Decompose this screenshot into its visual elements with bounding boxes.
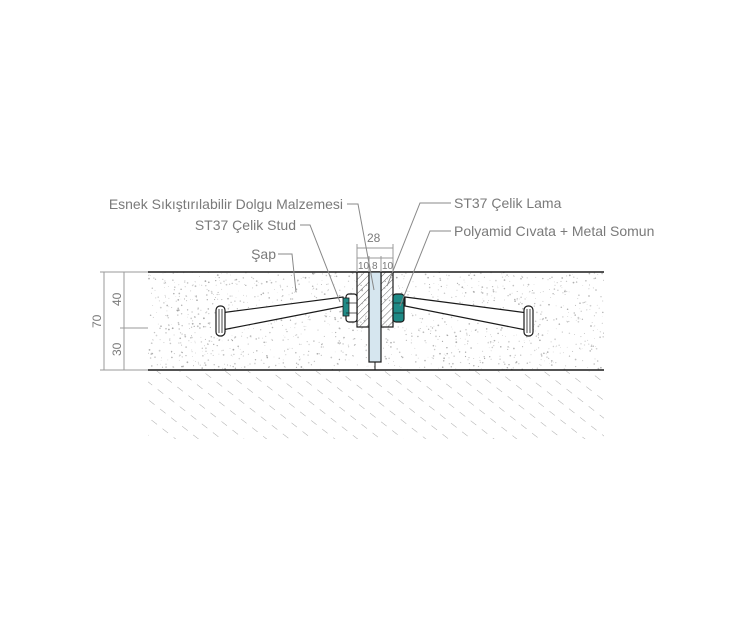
stud-leader (300, 224, 341, 303)
label-steel-plate: ST37 Çelik Lama (454, 195, 562, 211)
right-bolt-nut (392, 293, 405, 323)
dimension-seg-left: 10 (358, 261, 370, 272)
plate-leader (386, 202, 451, 287)
bolt-leader (399, 230, 451, 307)
dimension-seg-mid: 8 (372, 261, 378, 272)
dimension-seg-right: 10 (382, 261, 394, 272)
dimension-total-width: 28 (367, 231, 381, 245)
base-concrete-hatch (148, 371, 604, 439)
label-screed: Şap (251, 246, 276, 262)
height-dimension-lines (100, 271, 148, 371)
dimension-height-top: 40 (110, 292, 124, 306)
filler-leader (347, 203, 375, 291)
screed-leader (278, 253, 297, 293)
label-polyamide-bolt: Polyamid Cıvata + Metal Somun (454, 223, 654, 239)
left-steel-stud (215, 296, 346, 337)
flexible-filler (368, 271, 382, 363)
left-bolt-nut (342, 293, 358, 323)
label-flexible-filler: Esnek Sıkıştırılabilir Dolgu Malzemesi (109, 196, 343, 212)
dimension-height-total: 70 (90, 314, 104, 328)
label-steel-stud: ST37 Çelik Stud (195, 217, 296, 233)
right-steel-stud (404, 296, 534, 337)
right-steel-plate (380, 271, 394, 328)
top-width-dimension (356, 244, 394, 272)
left-steel-plate (356, 271, 370, 328)
dimension-height-bottom: 30 (110, 342, 124, 356)
